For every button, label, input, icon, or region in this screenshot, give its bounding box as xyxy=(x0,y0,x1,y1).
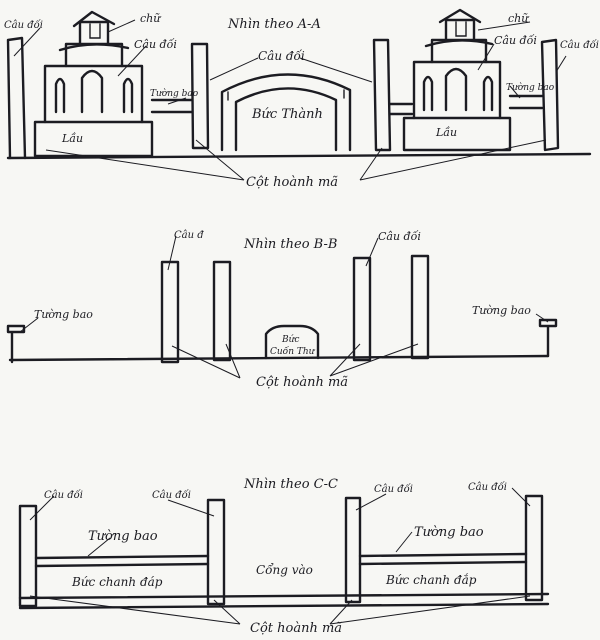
a-label-cau-doi-left-tower: Câu đối xyxy=(134,38,177,51)
b-pillar-2 xyxy=(212,260,232,362)
a-wall-right-outer xyxy=(508,94,544,110)
elevation-c-c: Câu đối Câu đối Nhìn theo C-C Câu đối Câ… xyxy=(18,477,550,636)
a-pillar-inner-right xyxy=(372,38,392,152)
c-pillar-3 xyxy=(344,496,362,604)
c-label-cong-vao: Cổng vào xyxy=(256,562,313,577)
c-label-cau-doi-3: Câu đối xyxy=(374,484,413,495)
c-label-tuong-bao-left: Tường bao xyxy=(88,529,158,544)
c-label-cau-doi-2: Câu đối xyxy=(152,490,191,501)
a-center-gate xyxy=(220,73,352,152)
a-pavilion-right xyxy=(402,8,512,152)
c-label-buc-chanh-right: Bức chanh đắp xyxy=(385,572,477,587)
c-pillar-2 xyxy=(206,498,226,606)
c-label-cau-doi-1: Câu đối xyxy=(44,490,83,501)
b-label-cau-doi-left: Câu đ xyxy=(174,230,204,241)
a-label-cau-doi-right-corner: Câu đối xyxy=(560,40,599,51)
c-label-cot-hoanh-ma: Cột hoành mã xyxy=(250,621,342,636)
a-label-lau-left: Lầu xyxy=(61,132,83,145)
b-wall-post-left xyxy=(6,324,26,364)
a-label-cau-doi-center: Câu đối xyxy=(258,48,305,63)
a-label-chu-left: chữ xyxy=(140,12,161,25)
c-pillar-4 xyxy=(524,494,544,602)
elevation-a-a: Câu đối chữ Câu đối Nhìn theo A-A Câu đố… xyxy=(4,8,599,190)
a-title: Nhìn theo A-A xyxy=(227,17,321,32)
a-ground-line xyxy=(6,152,592,160)
c-pillar-1 xyxy=(18,504,38,608)
c-wall-right xyxy=(358,552,528,566)
c-label-buc-chanh-left: Bức chanh đáp xyxy=(71,575,163,589)
a-pillar-right-corner xyxy=(540,38,560,152)
c-title: Nhìn theo C-C xyxy=(243,477,338,492)
a-label-buc-thanh: Bức Thành xyxy=(251,107,323,122)
a-label-lau-right: Lầu xyxy=(435,126,457,139)
a-label-cot-hoanh-ma: Cột hoành mã xyxy=(246,175,338,190)
b-pillar-4 xyxy=(410,254,430,360)
c-ground-line xyxy=(18,592,550,610)
a-label-cau-doi-right-tower: Câu đối xyxy=(494,34,537,47)
a-wall-left xyxy=(150,98,194,114)
b-label-cau-doi-right: Câu đối xyxy=(378,230,421,243)
b-label-cuon-thu: Cuốn Thư xyxy=(270,346,316,357)
b-wall-post-right xyxy=(538,318,558,358)
b-label-tuong-bao-right: Tường bao xyxy=(472,304,531,317)
a-pillar-inner-left xyxy=(190,42,210,150)
c-wall-left xyxy=(34,554,210,568)
b-ground-line xyxy=(8,354,550,362)
b-cuon-thu xyxy=(264,324,320,360)
a-pillar-left-corner xyxy=(6,36,27,160)
a-label-tuong-bao-right: Tường bao xyxy=(506,82,555,93)
b-label-tuong-bao-left: Tường bao xyxy=(34,308,93,321)
a-wall-right-inner xyxy=(388,102,414,116)
a-label-tuong-bao-left: Tường bao xyxy=(150,88,199,99)
a-pavilion-left xyxy=(33,10,154,158)
b-pillar-3 xyxy=(352,256,372,362)
b-pillar-1 xyxy=(160,260,180,364)
b-title: Nhìn theo B-B xyxy=(243,237,337,252)
a-label-cau-doi-left-corner: Câu đối xyxy=(4,20,43,31)
c-label-cau-doi-4: Câu đối xyxy=(468,482,507,493)
elevation-b-b: Câu đ Nhìn theo B-B Câu đối Tường bao Tư… xyxy=(6,230,558,390)
c-label-tuong-bao-right: Tường bao xyxy=(414,525,484,540)
b-label-cot-hoanh-ma: Cột hoành mã xyxy=(256,375,348,390)
b-label-buc: Bức xyxy=(281,334,299,345)
a-label-chu-right: chữ xyxy=(508,12,529,25)
